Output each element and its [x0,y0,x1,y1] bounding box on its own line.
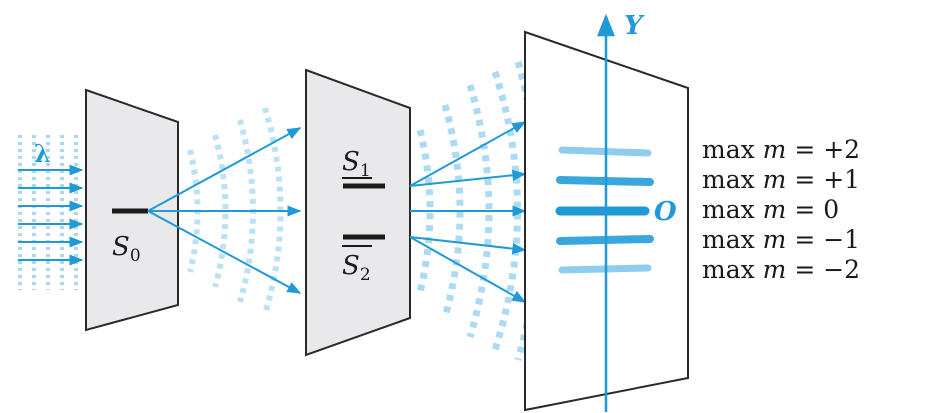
wavelength-label: λ [34,139,51,168]
slit-1-label: S1 [342,147,371,181]
rays-to-double-slit [147,127,302,294]
maximum-label: max m = −1 [702,225,860,254]
maximum-label: max m = 0 [702,195,839,224]
origin-label: O [654,197,677,227]
maximum-label: max m = +2 [702,135,860,164]
maximum-label: max m = +1 [702,165,860,194]
y-axis-label: Y [624,11,645,41]
double-slit-screen [305,68,411,357]
incident-rays [18,164,84,266]
rays-to-screen [409,121,527,303]
slit-2-label: S2 [342,251,371,285]
maximum-label: max m = −2 [702,255,860,284]
source-slit-label: S0 [112,232,141,266]
incident-wavefronts [18,135,78,290]
